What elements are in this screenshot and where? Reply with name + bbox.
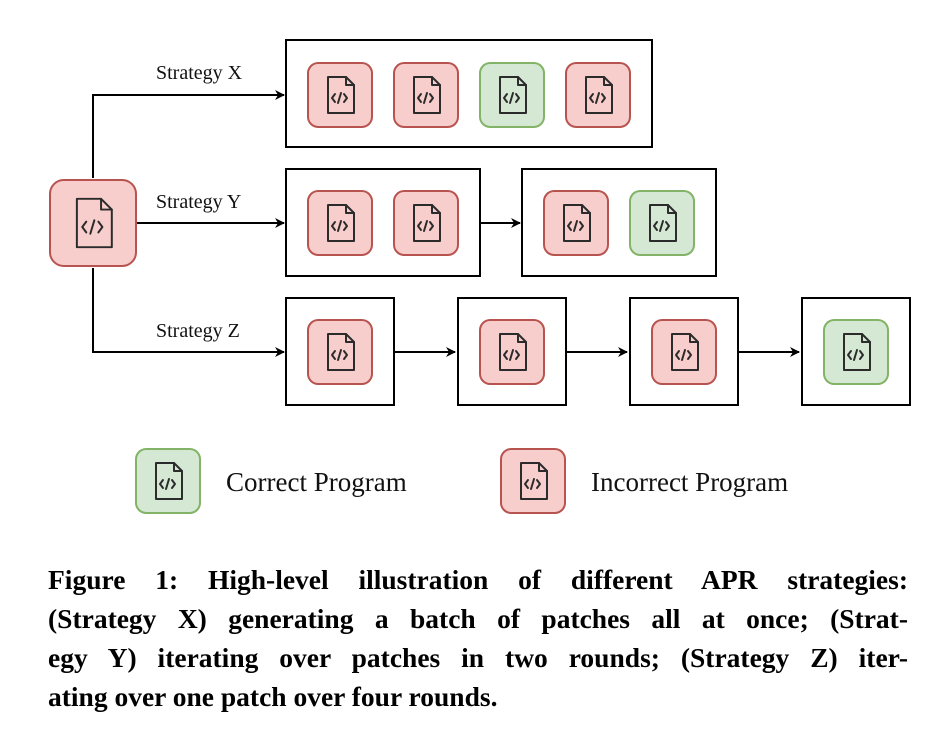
figure-caption: Figure 1: High-level illustration of dif… bbox=[48, 560, 908, 716]
code-file-icon bbox=[155, 462, 183, 500]
code-file-icon bbox=[499, 76, 527, 114]
strategy-x-round-1-patch-1-incorrect bbox=[307, 62, 373, 128]
source-program-tile bbox=[49, 179, 137, 267]
program-tiles bbox=[49, 62, 889, 385]
strategy-z-round-1-patch-1-incorrect bbox=[307, 319, 373, 385]
code-file-icon bbox=[413, 76, 441, 114]
strategy-y-round-2-patch-1-incorrect bbox=[543, 190, 609, 256]
connector-strategy-z bbox=[92, 268, 285, 357]
strategy-y-round-2-patch-2-correct bbox=[629, 190, 695, 256]
code-file-icon bbox=[499, 333, 527, 371]
strategy-z-round-4-patch-1-correct bbox=[823, 319, 889, 385]
code-file-icon bbox=[671, 333, 699, 371]
strategy-x-round-1-patch-4-incorrect bbox=[565, 62, 631, 128]
caption-line-1: Figure 1: High-level illustration of dif… bbox=[48, 564, 908, 595]
code-file-icon bbox=[327, 204, 355, 242]
strategy-x-label: Strategy X bbox=[156, 62, 243, 84]
code-file-icon bbox=[327, 76, 355, 114]
legend-incorrect-swatch bbox=[500, 448, 566, 514]
connectors bbox=[92, 90, 800, 357]
strategy-z-round-2-patch-1-incorrect bbox=[479, 319, 545, 385]
code-file-icon bbox=[843, 333, 871, 371]
strategy-y-label: Strategy Y bbox=[156, 191, 241, 213]
strategy-y-round-1-patch-2-incorrect bbox=[393, 190, 459, 256]
legend: Correct Program Incorrect Program bbox=[135, 448, 788, 514]
code-file-icon bbox=[327, 333, 355, 371]
code-file-icon bbox=[563, 204, 591, 242]
strategy-y-round-1-patch-1-incorrect bbox=[307, 190, 373, 256]
caption-line-3: egy Y) iterating over patches in two rou… bbox=[48, 642, 908, 673]
code-file-icon bbox=[520, 462, 548, 500]
code-file-icon bbox=[649, 204, 677, 242]
strategy-x-round-1-patch-2-incorrect bbox=[393, 62, 459, 128]
legend-incorrect-tile bbox=[500, 448, 566, 514]
caption-line-2: (Strategy X) generating a batch of patch… bbox=[48, 603, 908, 634]
strategy-z-round-3-patch-1-incorrect bbox=[651, 319, 717, 385]
code-file-icon bbox=[75, 197, 113, 249]
legend-correct-swatch bbox=[135, 448, 201, 514]
legend-correct-tile bbox=[135, 448, 201, 514]
strategy-z-label: Strategy Z bbox=[156, 320, 240, 342]
code-file-icon bbox=[413, 204, 441, 242]
strategy-x-round-1-patch-3-correct bbox=[479, 62, 545, 128]
legend-incorrect-label: Incorrect Program bbox=[591, 467, 788, 497]
code-file-icon bbox=[585, 76, 613, 114]
connector-strategy-x bbox=[92, 90, 285, 178]
caption-line-4: ating over one patch over four rounds. bbox=[48, 681, 498, 712]
legend-correct-label: Correct Program bbox=[226, 467, 407, 497]
